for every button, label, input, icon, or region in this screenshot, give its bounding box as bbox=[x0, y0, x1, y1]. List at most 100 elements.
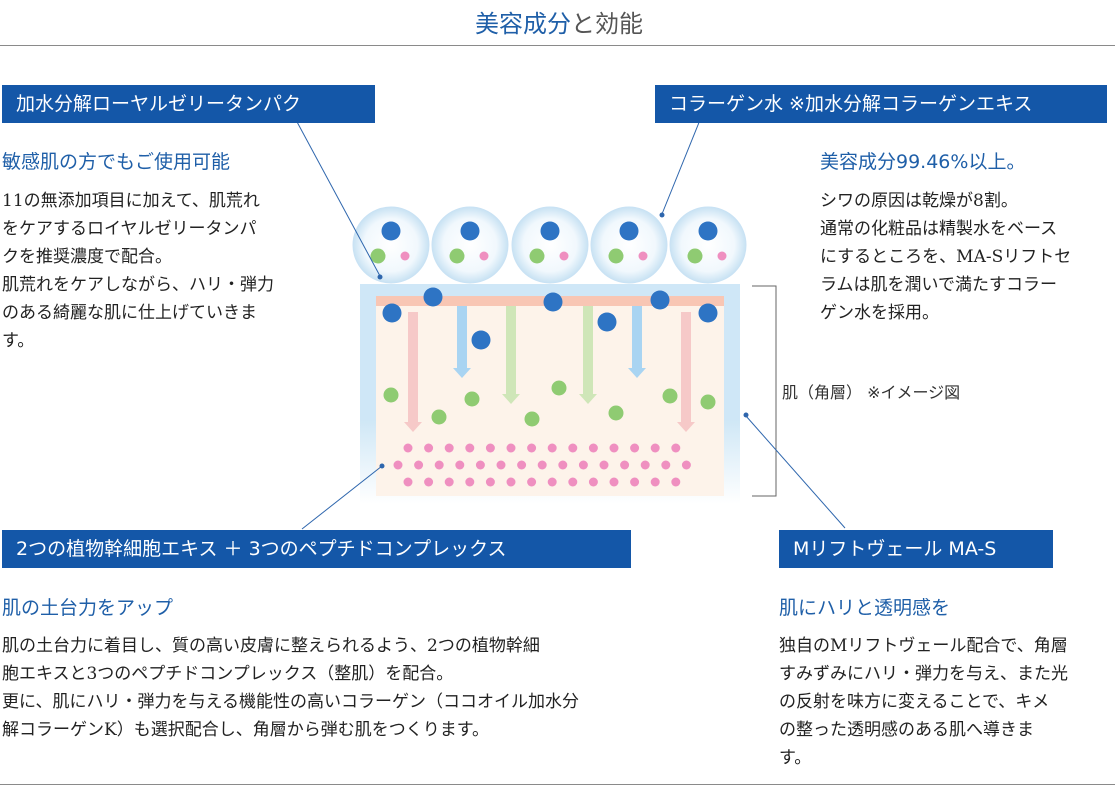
body-line: す。 bbox=[779, 748, 812, 768]
pink-ball bbox=[465, 477, 475, 487]
pink-ball bbox=[393, 460, 403, 470]
arrow-head bbox=[502, 394, 520, 404]
connector-royal-jelly bbox=[295, 119, 381, 277]
bubble bbox=[511, 206, 589, 284]
body-line: 通常の化粧品は精製水をベース bbox=[820, 219, 1058, 239]
collagen-water-tag: コラーゲン水 ※加水分解コラーゲンエキス bbox=[655, 85, 1107, 123]
pink-ball bbox=[444, 477, 454, 487]
green-ball bbox=[524, 411, 540, 427]
bubble bbox=[669, 206, 747, 284]
pink-ball bbox=[424, 477, 434, 487]
pink-ball bbox=[506, 477, 516, 487]
pink-ball bbox=[671, 443, 681, 453]
down-arrow-icon bbox=[628, 306, 646, 378]
connector-dot bbox=[377, 274, 383, 280]
bottom-divider bbox=[0, 784, 1115, 785]
arrow-shaft bbox=[408, 312, 418, 424]
body-line: クを推奨濃度で配合。 bbox=[2, 247, 172, 267]
body-line: シワの原因は乾燥が8割。 bbox=[820, 191, 1018, 211]
arrow-shaft bbox=[506, 306, 516, 396]
body-line: にするところを、MA-Sリフトセ bbox=[820, 247, 1072, 267]
connector-dot bbox=[743, 412, 749, 418]
blue-ball bbox=[540, 221, 560, 241]
green-ball bbox=[370, 248, 386, 264]
pink-ball bbox=[547, 443, 557, 453]
blue-ball bbox=[543, 292, 563, 312]
connector-stem-cell bbox=[301, 465, 383, 530]
pink-ball bbox=[547, 477, 557, 487]
collagen-water-text: シワの原因は乾燥が8割。通常の化粧品は精製水をベースにするところを、MA-Sリフ… bbox=[820, 187, 1116, 327]
green-ball bbox=[608, 405, 624, 421]
pink-ball bbox=[717, 251, 727, 261]
blue-ball bbox=[460, 221, 480, 241]
down-arrow-icon bbox=[453, 306, 471, 378]
pink-ball bbox=[475, 460, 485, 470]
pink-ball bbox=[640, 460, 650, 470]
pink-ball bbox=[400, 251, 410, 261]
body-line: 更に、肌にハリ・弾力を与える機能性の高いコラーゲン（ココオイル加水分 bbox=[2, 692, 579, 712]
body-line: 肌荒れをケアしながら、ハリ・弾力 bbox=[2, 275, 274, 295]
body-line: 11の無添加項目に加えて、肌荒れ bbox=[2, 191, 260, 211]
connector-lift-veil bbox=[745, 415, 846, 529]
lift-veil-tag: Mリフトヴェール MA-S bbox=[779, 530, 1053, 568]
pink-ball bbox=[444, 443, 454, 453]
body-line: の反射を味方に変えることで、キメ bbox=[779, 692, 1050, 712]
bubble bbox=[590, 206, 668, 284]
body-line: 肌の土台力に着目し、質の高い皮膚に整えられるよう、2つの植物幹細 bbox=[2, 636, 540, 656]
pink-ball bbox=[434, 460, 444, 470]
arrow-shaft bbox=[681, 312, 691, 424]
blue-ball bbox=[597, 312, 617, 332]
top-divider bbox=[0, 45, 1115, 46]
down-arrow-icon bbox=[404, 312, 422, 432]
pink-ball bbox=[414, 460, 424, 470]
stem-cell-heading: 肌の土台力をアップ bbox=[2, 597, 174, 619]
pink-ball bbox=[479, 251, 489, 261]
arrow-head bbox=[628, 368, 646, 378]
pink-ball bbox=[578, 460, 588, 470]
stem-cell-text: 肌の土台力に着目し、質の高い皮膚に整えられるよう、2つの植物幹細胞エキスと3つの… bbox=[2, 632, 692, 744]
lift-veil-heading: 肌にハリと透明感を bbox=[779, 597, 951, 619]
pink-ball bbox=[661, 460, 671, 470]
bubble bbox=[352, 206, 430, 284]
skin-label: 肌（角層） ※イメージ図 bbox=[782, 383, 961, 402]
lift-veil-text: 独自のMリフトヴェール配合で、角層すみずみにハリ・弾力を与え、また光の反射を味方… bbox=[779, 632, 1115, 772]
body-line: をケアするロイヤルゼリータンパ bbox=[2, 219, 257, 239]
pink-ball bbox=[517, 460, 527, 470]
pink-ball bbox=[506, 443, 516, 453]
bubble bbox=[431, 206, 509, 284]
green-ball bbox=[383, 387, 399, 403]
body-line: のある綺麗な肌に仕上げていきま bbox=[2, 303, 257, 323]
royal-jelly-heading: 敏感肌の方でもご使用可能 bbox=[2, 151, 231, 173]
royal-jelly-text: 11の無添加項目に加えて、肌荒れをケアするロイヤルゼリータンパクを推奨濃度で配合… bbox=[2, 187, 332, 355]
body-line: の整った透明感のある肌へ導きま bbox=[779, 720, 1034, 740]
green-ball bbox=[662, 388, 678, 404]
ingredient-bubble-icon bbox=[511, 206, 589, 284]
body-line: ゲン水を採用。 bbox=[820, 303, 939, 323]
pink-ball bbox=[465, 443, 475, 453]
pink-ball bbox=[424, 443, 434, 453]
pink-ball bbox=[630, 477, 640, 487]
arrow-shaft bbox=[583, 306, 593, 396]
pink-ball bbox=[403, 443, 413, 453]
green-ball bbox=[449, 248, 465, 264]
pink-ball bbox=[527, 477, 537, 487]
pink-ball bbox=[599, 460, 609, 470]
pink-ball bbox=[588, 443, 598, 453]
pink-ball bbox=[558, 460, 568, 470]
arrow-head bbox=[453, 368, 471, 378]
ingredient-bubble-icon bbox=[352, 206, 430, 284]
body-line: す。 bbox=[2, 331, 35, 351]
pink-ball bbox=[671, 477, 681, 487]
body-line: ラムは肌を潤いで満たすコラー bbox=[820, 275, 1057, 295]
blue-ball bbox=[382, 303, 402, 323]
body-line: 独自のMリフトヴェール配合で、角層 bbox=[779, 636, 1068, 656]
green-ball bbox=[700, 394, 716, 410]
body-line: 解コラーゲンK）も選択配合し、角層から弾む肌をつくります。 bbox=[2, 720, 489, 740]
ingredient-bubble-icon bbox=[431, 206, 509, 284]
down-arrow-icon bbox=[502, 306, 520, 404]
blue-ball bbox=[698, 221, 718, 241]
pink-ball bbox=[455, 460, 465, 470]
pink-ball bbox=[650, 477, 660, 487]
green-ball bbox=[431, 409, 447, 425]
